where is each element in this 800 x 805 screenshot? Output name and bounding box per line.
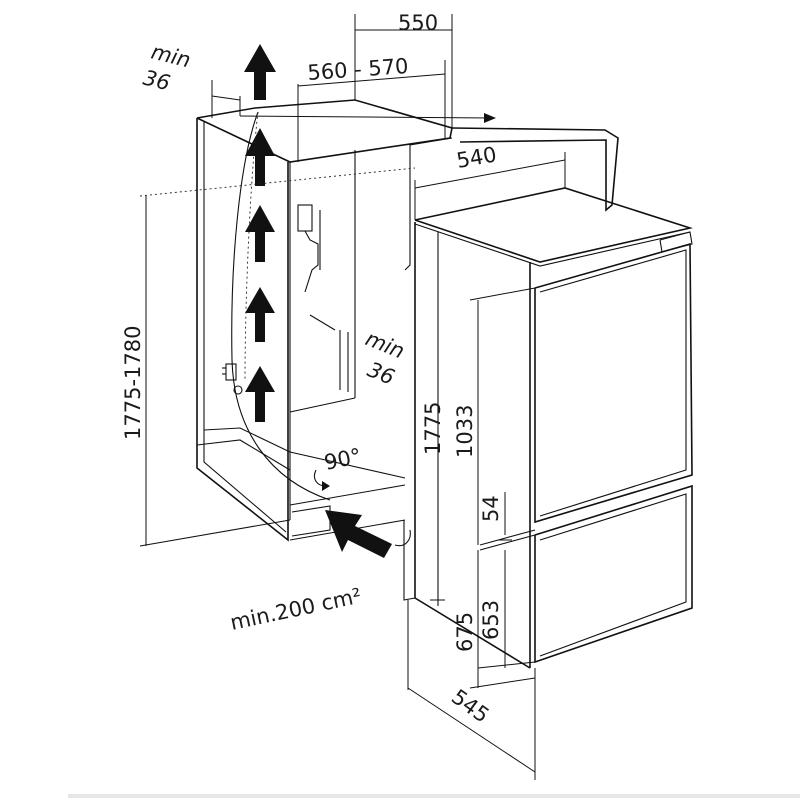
label-upper-door: 1033 [453, 405, 477, 458]
label-gap: 54 [479, 495, 503, 522]
fridge-appliance [403, 187, 694, 669]
top-vent-panel [451, 127, 619, 212]
label-ventilation-area: min.200 cm² [228, 584, 364, 635]
airflow-up-arrow-5 [245, 366, 275, 422]
airflow-arrows [231, 44, 411, 558]
label-lower-door: 653 [479, 600, 503, 640]
airflow-up-arrow-4 [245, 287, 275, 342]
label-width-niche: 560 - 570 [307, 54, 410, 85]
airflow-inlet-arrow [325, 510, 392, 558]
label-niche-height: 1775-1780 [121, 326, 145, 440]
airflow-up-arrow-1 [244, 44, 276, 100]
airflow-up-arrow-3 [245, 205, 275, 262]
label-depth-top: 540 [455, 142, 499, 173]
label-vent-min-side: min [362, 326, 408, 363]
label-lower-section: 675 [453, 612, 477, 652]
dimension-lines [139, 14, 566, 780]
power-plug-icon [222, 363, 243, 395]
label-depth-bottom: 545 [447, 685, 494, 728]
cabinet-niche [196, 99, 453, 542]
airflow-up-arrow-2 [245, 128, 275, 186]
label-appliance-height: 1775 [421, 402, 445, 455]
label-vent-value-side: 36 [364, 357, 398, 389]
label-angle: 90° [322, 444, 363, 475]
label-width-outer: 550 [398, 11, 438, 35]
label-vent-value-top: 36 [141, 66, 173, 96]
bottom-divider [68, 794, 800, 798]
